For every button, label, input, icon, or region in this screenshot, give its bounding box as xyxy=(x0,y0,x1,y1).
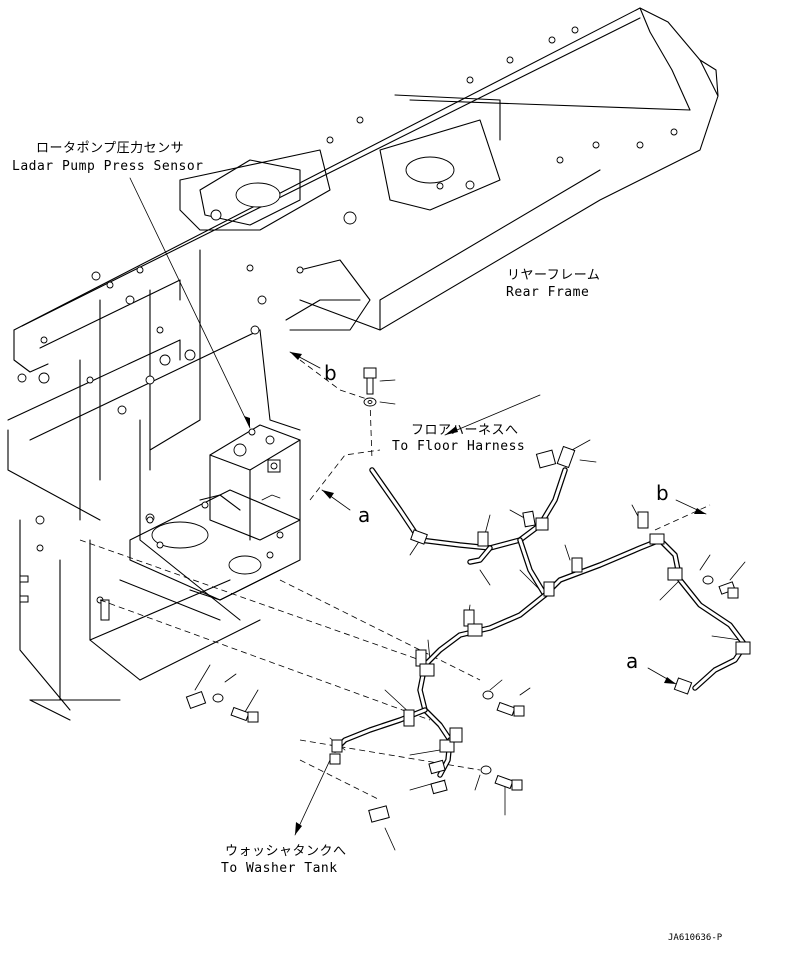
ref-b-right: b xyxy=(656,481,669,505)
washer-tank-label-jp: ウォッシャタンクへ xyxy=(225,844,347,859)
wire-harness xyxy=(332,467,748,778)
sensor-label-jp: ロータポンプ圧力センサ xyxy=(36,141,184,156)
sensor-block xyxy=(119,424,301,621)
drawing-code: JA610636-P xyxy=(668,933,723,943)
ref-a-left: a xyxy=(358,503,370,527)
floor-harness-label-en: To Floor Harness xyxy=(392,439,525,454)
sensor-label-en: Ladar Pump Press Sensor xyxy=(12,159,204,174)
ref-b-left: b xyxy=(324,361,337,385)
washer-tank-label-en: To Washer Tank xyxy=(221,861,338,876)
bolt-upper xyxy=(363,367,377,407)
rear-frame xyxy=(7,7,719,721)
clips-and-connectors xyxy=(185,367,751,823)
rear-frame-label-en: Rear Frame xyxy=(506,285,589,300)
text-labels: ロータポンプ圧力センサ Ladar Pump Press Sensor リヤーフ… xyxy=(12,141,723,943)
projection-lines xyxy=(79,359,711,801)
rear-frame-label-jp: リヤーフレーム xyxy=(507,268,600,283)
floor-harness-label-jp: フロアハーネスへ xyxy=(411,423,518,438)
ref-a-right: a xyxy=(626,649,638,673)
leader-lines xyxy=(129,177,746,851)
